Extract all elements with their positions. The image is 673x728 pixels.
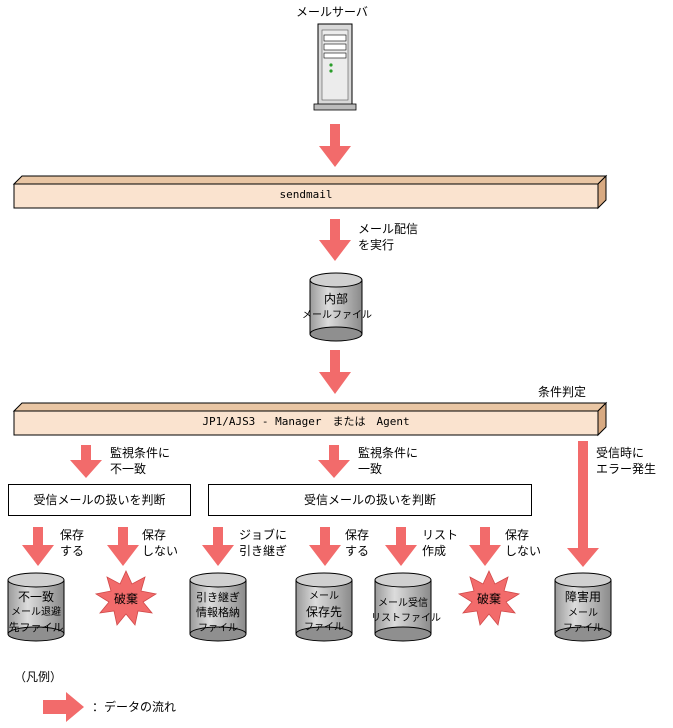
cylinder-internal-file [309, 272, 363, 342]
list-line1: リスト [422, 528, 459, 542]
save-file-line3: ファイル [304, 622, 344, 633]
judge-box-left: 受信メールの扱いを判断 [8, 484, 191, 516]
arrow-list [385, 527, 417, 566]
cylinder-inherit-file [189, 572, 247, 642]
save-file-line1: メール [309, 591, 339, 602]
arrow-left-branch [70, 445, 102, 478]
manager-bar-shape [12, 401, 608, 437]
arrow-save2 [309, 527, 341, 566]
save1-line2: する [60, 544, 85, 558]
condition-label: 条件判定 [538, 385, 587, 399]
discard2-label: 破棄 [476, 592, 501, 606]
save1-line1: 保存 [60, 528, 85, 542]
mismatch-file-line3: 先ファイル [8, 621, 64, 634]
list-file-line2: リストファイル [371, 613, 441, 624]
inherit-file-line3: ファイル [198, 623, 238, 634]
inherit-file-line2: 情報格納 [196, 606, 240, 619]
deliver-label-line1: メール配信 [358, 222, 419, 236]
discard1-label: 破棄 [113, 592, 138, 606]
cylinder-save-file [295, 572, 353, 642]
arrow-nosave1 [107, 527, 139, 566]
discard-burst-2 [457, 570, 521, 626]
error-file-line3: ファイル [563, 623, 603, 634]
internal-file-line1: 内部 [323, 292, 348, 306]
arrow-mid-branch [318, 445, 350, 478]
mismatch-file-line1: 不一致 [17, 590, 54, 604]
deliver-label-line2: を実行 [358, 238, 395, 252]
save2-line1: 保存 [345, 528, 370, 542]
arrow-sendmail-to-file [319, 219, 351, 261]
nosave2-line2: しない [505, 544, 542, 558]
error-branch-line2: エラー発生 [596, 462, 657, 476]
cylinder-error-file [554, 572, 612, 642]
sendmail-bar: sendmail [14, 184, 598, 208]
internal-file-line2: メールファイル [302, 310, 372, 321]
error-branch-line1: 受信時に [596, 446, 645, 460]
mid-branch-line1: 監視条件に [358, 446, 419, 460]
arrow-job [202, 527, 234, 566]
inherit-file-line1: 引き継ぎ [196, 591, 240, 604]
mid-branch-line2: 一致 [358, 462, 383, 476]
cylinder-list-file [374, 572, 432, 642]
discard-burst-1 [94, 570, 158, 626]
sendmail-bar-shape [12, 174, 608, 210]
list-file-line1: メール受信 [378, 598, 428, 609]
sendmail-label: sendmail [279, 188, 333, 201]
save-file-line2: 保存先 [305, 605, 342, 619]
error-file-line2: メール [568, 608, 598, 619]
arrow-error-branch [567, 441, 599, 567]
left-branch-line1: 監視条件に [110, 446, 171, 460]
server-icon [313, 23, 357, 111]
list-line2: 作成 [422, 544, 447, 558]
manager-bar: JP1/AJS3 - Manager または Agent [14, 411, 598, 435]
manager-bar-label: JP1/AJS3 - Manager または Agent [202, 415, 410, 428]
legend-arrow-label: ：データの流れ [92, 700, 177, 714]
judge-box-mid: 受信メールの扱いを判断 [208, 484, 532, 516]
legend-title: （凡例） [14, 670, 63, 684]
nosave1-line1: 保存 [142, 528, 167, 542]
judge-box-left-label: 受信メールの扱いを判断 [33, 493, 166, 507]
job-line2: 引き継ぎ [239, 544, 288, 558]
nosave1-line2: しない [142, 544, 179, 558]
arrow-nosave2 [469, 527, 501, 566]
save2-line2: する [345, 544, 370, 558]
legend-arrow-icon [43, 692, 84, 722]
data-flow-arrows [22, 124, 599, 567]
mismatch-file-line2: メール退避 [11, 607, 61, 618]
arrow-save1 [22, 527, 54, 566]
left-branch-line2: 不一致 [110, 462, 147, 476]
cylinder-mismatch-file [7, 572, 65, 642]
judge-box-mid-label: 受信メールの扱いを判断 [303, 493, 436, 507]
nosave2-line1: 保存 [505, 528, 530, 542]
server-label: メールサーバ [296, 5, 368, 19]
arrow-file-to-manager [319, 350, 351, 394]
arrow-server-to-sendmail [319, 124, 351, 167]
error-file-line1: 障害用 [564, 590, 601, 604]
job-line1: ジョブに [239, 528, 288, 542]
